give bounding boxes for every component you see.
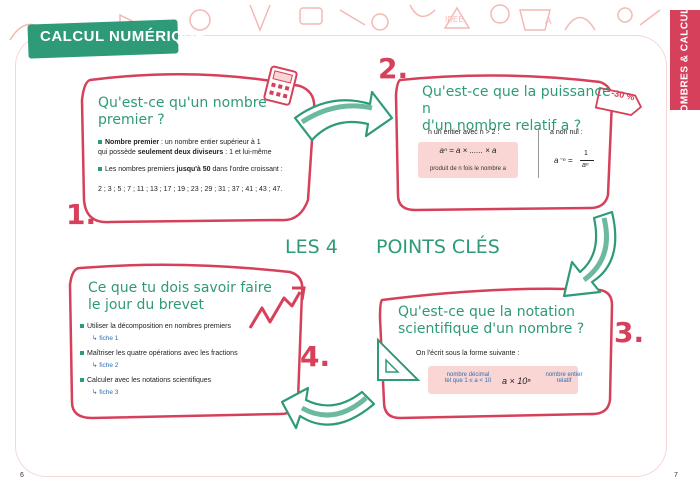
page-number-left: 6 — [20, 472, 24, 479]
block-4-number: 4. — [300, 340, 331, 373]
bubble-2 — [394, 74, 614, 212]
side-tab — [670, 10, 700, 110]
svg-text:A: A — [545, 16, 552, 27]
block-2-case-1-label: n un entier avec n > 2 : — [428, 129, 500, 136]
discount-tag-icon — [594, 86, 643, 117]
growth-arrow-icon — [248, 286, 306, 329]
block-3-formula-box — [428, 366, 578, 394]
block-1-list-intro: Les nombres premiers jusqu'à 50 dans l'o… — [98, 165, 303, 175]
calculator-icon — [263, 65, 298, 106]
block-3-number: 3. — [614, 316, 645, 349]
block-2-formula-box — [418, 142, 518, 178]
fiche-link[interactable]: ↳ fiche 2 — [92, 362, 119, 369]
section-title: CALCUL NUMÉRIQUE — [40, 28, 206, 45]
bullet-icon — [80, 351, 84, 356]
arrow-3-to-4 — [280, 386, 376, 430]
fiche-link[interactable]: ↳ fiche 1 — [92, 335, 119, 342]
list-item: Calculer avec les notations scientifique… — [80, 376, 290, 386]
center-title-part-1: LES 4 — [285, 236, 338, 258]
bullet-icon — [80, 324, 84, 329]
list-item: Utiliser la décomposition en nombres pre… — [80, 322, 290, 332]
arrow-1-to-2 — [293, 90, 394, 142]
top-doodles: IDEE A — [9, 4, 661, 41]
block-2-divider — [538, 128, 539, 178]
arrow-2-to-3 — [562, 210, 617, 298]
prime-list: 2 ; 3 ; 5 ; 7 ; 11 ; 13 ; 17 ; 19 ; 23 ;… — [98, 186, 283, 193]
bubble-3 — [378, 287, 614, 420]
bullet-icon — [98, 167, 102, 172]
fiche-link[interactable]: ↳ fiche 3 — [92, 389, 119, 396]
block-2-formula: aⁿ = a × ...... × a — [439, 146, 497, 155]
center-title-part-2: POINTS CLÉS — [376, 236, 500, 258]
page-number-right: 7 — [674, 472, 678, 479]
bullet-icon — [98, 140, 102, 145]
block-2-negative-formula: a⁻ⁿ = 1 aⁿ — [554, 150, 614, 174]
block-1-definition: Nombre premier : un nombre entier supéri… — [98, 139, 272, 156]
block-1-number: 1. — [66, 198, 97, 231]
skills-list: Utiliser la décomposition en nombres pre… — [80, 322, 290, 403]
block-2-case-2-label: a non nul : — [550, 129, 583, 136]
block-2-formula-note: produit de n fois le nombre a — [429, 166, 507, 172]
block-3-formula: a × 10ⁿ — [502, 376, 531, 386]
bubble-1 — [80, 72, 316, 224]
block-3-intro: On l'écrit sous la forme suivante : — [416, 350, 520, 357]
block-2-number: 2. — [378, 52, 409, 85]
bullet-icon — [80, 378, 84, 383]
set-square-icon — [377, 337, 421, 381]
list-item: Maîtriser les quatre opérations avec les… — [80, 349, 290, 359]
svg-text:IDEE: IDEE — [445, 15, 464, 24]
